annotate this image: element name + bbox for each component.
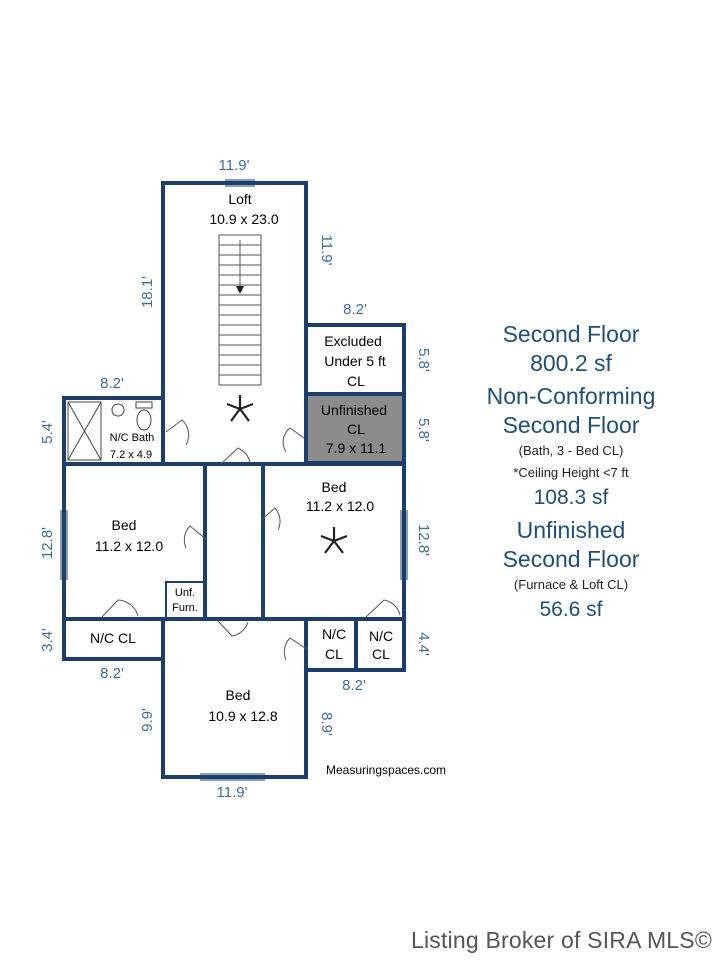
dim-unfinished-right: 5.8'	[415, 418, 432, 442]
dim-bed-right-side: 12.8'	[415, 524, 432, 556]
second-floor-title: Second Floor	[502, 321, 640, 347]
nonconf-title-1: Non-Conforming	[486, 383, 656, 409]
nonconf-note-1: (Bath, 3 - Bed CL)	[518, 443, 624, 458]
nonconf-note-2: *Ceiling Height <7 ft	[513, 465, 629, 480]
dim-bottom-right: 8.9'	[318, 712, 335, 736]
unfinished-title-2: Second Floor	[502, 546, 640, 572]
bottom-bed-room	[161, 617, 308, 779]
dim-bath-left: 5.4'	[39, 420, 56, 444]
loft-name: Loft	[228, 191, 251, 207]
excluded-label-3: CL	[347, 373, 365, 389]
walls	[62, 181, 406, 779]
bed-left-name: Bed	[112, 517, 137, 533]
listing-watermark: Listing Broker of SIRA MLS©	[410, 927, 712, 953]
stairs	[218, 234, 262, 386]
dim-loft-left: 18.1'	[139, 276, 156, 308]
bed-right-size: 11.2 x 12.0	[306, 498, 374, 514]
nc-cl-right-label-1: N/C	[369, 628, 393, 644]
dim-excluded-top: 8.2'	[343, 301, 367, 318]
nc-cl-left-label: N/C CL	[90, 630, 136, 646]
bath-size: 7.2 x 4.9	[110, 449, 152, 461]
dim-nc-right-bottom: 8.2'	[342, 677, 366, 694]
unfinished-area: 56.6 sf	[539, 598, 603, 621]
bath-fixtures	[67, 401, 153, 461]
windows	[60, 179, 408, 781]
unfinished-note: (Furnace & Loft CL)	[513, 577, 629, 592]
bed-bottom-size: 10.9 x 12.8	[208, 708, 277, 724]
bed-left-size: 11.2 x 12.0	[95, 538, 163, 554]
nonconf-title-2: Second Floor	[502, 412, 640, 438]
unfinished-label-2: CL	[347, 421, 365, 437]
excluded-label-2: Under 5 ft	[324, 353, 386, 369]
nonconf-area: 108.3 sf	[533, 486, 609, 509]
room-labels: Loft 10.9 x 23.0 Excluded Under 5 ft CL …	[90, 191, 393, 724]
dim-nc-left-bottom: 8.2'	[100, 665, 124, 682]
unfinished-label-1: Unfinished	[321, 402, 387, 418]
unf-furn-label-1: Unf.	[175, 587, 195, 599]
nc-cl-mid-label-2: CL	[325, 646, 343, 662]
excluded-label-1: Excluded	[324, 333, 382, 349]
unfinished-closet-fill	[306, 394, 404, 462]
nc-cl-mid-label-1: N/C	[322, 626, 346, 642]
second-floor-area: 800.2 sf	[530, 350, 612, 376]
unf-furn-label-2: Furn.	[172, 602, 198, 614]
bed-right-name: Bed	[322, 479, 347, 495]
bed-bottom-name: Bed	[226, 687, 251, 703]
dim-excluded-right: 5.8'	[415, 348, 432, 372]
area-summary: Second Floor 800.2 sf Non-Conforming Sec…	[446, 320, 696, 624]
bath-name: N/C Bath	[110, 432, 155, 444]
ceiling-fan-icon	[226, 395, 254, 422]
unfinished-label-3: 7.9 x 11.1	[326, 440, 387, 456]
dim-bath-top: 8.2'	[100, 375, 124, 392]
ceiling-fan-icon	[320, 527, 348, 554]
dim-nc-right-side: 4.4'	[415, 632, 432, 656]
dimension-labels: 11.9' 18.1' 11.9' 8.2' 5.8' 5.8' 8.2' 5.…	[39, 157, 432, 801]
dim-loft-top: 11.9'	[219, 157, 250, 174]
dim-bottom-left: 9.9'	[139, 708, 156, 732]
loft-size: 10.9 x 23.0	[209, 211, 278, 227]
dim-bottom-bottom: 11.9'	[217, 784, 248, 801]
dim-nc-left-side: 3.4'	[39, 628, 56, 652]
dim-bed-left-side: 12.8'	[39, 527, 56, 559]
doors	[101, 419, 401, 661]
website-credit: Measuringspaces.com	[326, 763, 447, 777]
nc-cl-right-label-2: CL	[372, 646, 390, 662]
unfinished-title-1: Unfinished	[516, 517, 626, 543]
dim-loft-right: 11.9'	[318, 235, 335, 266]
